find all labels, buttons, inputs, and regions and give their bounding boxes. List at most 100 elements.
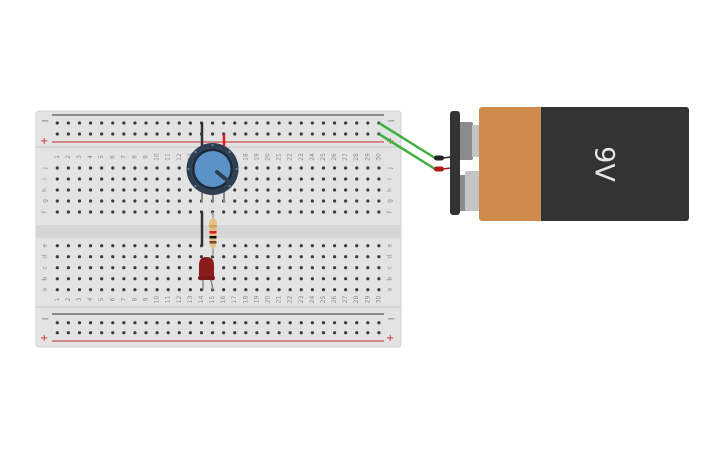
hole-i4[interactable] bbox=[88, 177, 93, 181]
hole-c9[interactable] bbox=[144, 266, 148, 270]
hole-j7[interactable] bbox=[122, 166, 126, 170]
hole-f22[interactable] bbox=[288, 210, 292, 214]
hole-f27[interactable] bbox=[344, 210, 348, 214]
rail-hole[interactable] bbox=[177, 132, 181, 136]
hole-a7[interactable] bbox=[122, 288, 126, 292]
hole-g30[interactable] bbox=[377, 199, 381, 203]
hole-c19[interactable] bbox=[255, 266, 259, 270]
hole-j10[interactable] bbox=[155, 166, 159, 170]
pot-knob[interactable] bbox=[194, 151, 231, 187]
rail-hole[interactable] bbox=[111, 121, 115, 125]
hole-f8[interactable] bbox=[133, 210, 137, 214]
hole-g20[interactable] bbox=[266, 199, 270, 203]
hole-j18[interactable] bbox=[244, 166, 248, 170]
hole-i5[interactable] bbox=[100, 177, 104, 181]
hole-b25[interactable] bbox=[321, 277, 326, 281]
hole-a8[interactable] bbox=[133, 288, 137, 292]
hole-d20[interactable] bbox=[266, 255, 270, 259]
hole-g5[interactable] bbox=[100, 199, 104, 203]
rail-hole[interactable] bbox=[210, 121, 215, 125]
hole-g11[interactable] bbox=[166, 199, 170, 203]
hole-b30[interactable] bbox=[377, 277, 381, 281]
rail-hole[interactable] bbox=[366, 132, 370, 136]
rail-hole[interactable] bbox=[55, 121, 59, 125]
hole-g19[interactable] bbox=[255, 199, 259, 203]
rail-hole[interactable] bbox=[233, 121, 237, 125]
hole-c23[interactable] bbox=[299, 266, 303, 270]
potentiometer[interactable] bbox=[186, 143, 239, 202]
hole-a4[interactable] bbox=[88, 288, 93, 292]
hole-f3[interactable] bbox=[77, 210, 82, 214]
hole-d29[interactable] bbox=[366, 255, 370, 259]
hole-e24[interactable] bbox=[310, 244, 314, 248]
hole-e4[interactable] bbox=[88, 244, 93, 248]
hole-b1[interactable] bbox=[55, 277, 59, 281]
hole-h17[interactable] bbox=[233, 188, 237, 192]
hole-c20[interactable] bbox=[266, 266, 270, 270]
hole-a17[interactable] bbox=[233, 288, 237, 292]
hole-g18[interactable] bbox=[244, 199, 248, 203]
hole-g8[interactable] bbox=[133, 199, 137, 203]
rail-hole[interactable] bbox=[188, 331, 192, 335]
hole-c17[interactable] bbox=[233, 266, 237, 270]
hole-a26[interactable] bbox=[332, 288, 337, 292]
hole-d7[interactable] bbox=[122, 255, 126, 259]
hole-c26[interactable] bbox=[332, 266, 337, 270]
hole-d5[interactable] bbox=[100, 255, 104, 259]
hole-b17[interactable] bbox=[233, 277, 237, 281]
hole-f12[interactable] bbox=[177, 210, 181, 214]
rail-hole[interactable] bbox=[377, 331, 381, 335]
hole-a29[interactable] bbox=[366, 288, 370, 292]
rail-hole[interactable] bbox=[155, 121, 159, 125]
hole-e25[interactable] bbox=[321, 244, 326, 248]
hole-b16[interactable] bbox=[222, 277, 226, 281]
hole-c6[interactable] bbox=[111, 266, 115, 270]
hole-b11[interactable] bbox=[166, 277, 170, 281]
hole-g4[interactable] bbox=[88, 199, 93, 203]
hole-i12[interactable] bbox=[177, 177, 181, 181]
hole-c3[interactable] bbox=[77, 266, 82, 270]
hole-j4[interactable] bbox=[88, 166, 93, 170]
hole-a21[interactable] bbox=[277, 288, 281, 292]
hole-c25[interactable] bbox=[321, 266, 326, 270]
hole-g3[interactable] bbox=[77, 199, 82, 203]
rail-hole[interactable] bbox=[210, 331, 215, 335]
rail-hole[interactable] bbox=[332, 321, 337, 325]
rail-hole[interactable] bbox=[88, 321, 93, 325]
hole-f11[interactable] bbox=[166, 210, 170, 214]
rail-hole[interactable] bbox=[155, 321, 159, 325]
hole-d14[interactable] bbox=[199, 255, 204, 259]
hole-a5[interactable] bbox=[100, 288, 104, 292]
hole-d3[interactable] bbox=[77, 255, 82, 259]
hole-a19[interactable] bbox=[255, 288, 259, 292]
hole-a2[interactable] bbox=[66, 288, 70, 292]
rail-hole[interactable] bbox=[332, 132, 337, 136]
rail-hole[interactable] bbox=[100, 321, 104, 325]
hole-b19[interactable] bbox=[255, 277, 259, 281]
hole-j29[interactable] bbox=[366, 166, 370, 170]
hole-e27[interactable] bbox=[344, 244, 348, 248]
battery-9v[interactable]: 9V bbox=[450, 107, 689, 221]
hole-c29[interactable] bbox=[366, 266, 370, 270]
hole-i27[interactable] bbox=[344, 177, 348, 181]
hole-i11[interactable] bbox=[166, 177, 170, 181]
hole-e21[interactable] bbox=[277, 244, 281, 248]
hole-i3[interactable] bbox=[77, 177, 82, 181]
rail-hole[interactable] bbox=[77, 121, 82, 125]
rail-hole[interactable] bbox=[255, 121, 259, 125]
hole-e1[interactable] bbox=[55, 244, 59, 248]
hole-e11[interactable] bbox=[166, 244, 170, 248]
hole-a10[interactable] bbox=[155, 288, 159, 292]
hole-j5[interactable] bbox=[100, 166, 104, 170]
hole-b6[interactable] bbox=[111, 277, 115, 281]
hole-e2[interactable] bbox=[66, 244, 70, 248]
rail-hole[interactable] bbox=[88, 331, 93, 335]
hole-h9[interactable] bbox=[144, 188, 148, 192]
hole-d4[interactable] bbox=[88, 255, 93, 259]
hole-j25[interactable] bbox=[321, 166, 326, 170]
hole-h18[interactable] bbox=[244, 188, 248, 192]
rail-hole[interactable] bbox=[210, 321, 215, 325]
rail-hole[interactable] bbox=[288, 321, 292, 325]
hole-f20[interactable] bbox=[266, 210, 270, 214]
rail-hole[interactable] bbox=[355, 121, 359, 125]
